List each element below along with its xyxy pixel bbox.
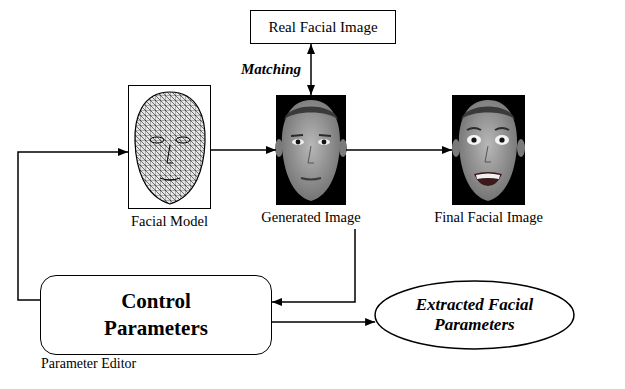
edge-label: Matching	[239, 61, 303, 78]
connector-arrow	[272, 229, 355, 302]
generated-face	[275, 95, 347, 205]
picture-caption: Facial Model	[131, 213, 208, 230]
connector-arrow	[272, 321, 375, 323]
image-box: Real Facial Image	[250, 10, 396, 44]
connector-arrow	[310, 44, 312, 95]
ellipse-label: Extracted Facial Parameters	[405, 295, 545, 336]
box-caption: Parameter Editor	[41, 356, 136, 372]
parameter-editor-box: Control ParametersParameter Editor	[40, 275, 272, 355]
box-label: Control Parameters	[96, 288, 216, 343]
connector-arrow	[211, 149, 276, 151]
wireframe-model	[129, 86, 211, 209]
final-face	[452, 95, 525, 205]
generated-picture: Generated Image	[276, 95, 346, 205]
connector-arrow	[346, 149, 452, 151]
picture-caption: Final Facial Image	[434, 209, 543, 226]
picture-caption: Generated Image	[261, 209, 360, 226]
box-label: Real Facial Image	[260, 19, 385, 36]
output-ellipse: Extracted Facial Parameters	[373, 280, 576, 350]
model-picture: Facial Model	[128, 85, 211, 209]
final-picture: Final Facial Image	[452, 95, 525, 205]
